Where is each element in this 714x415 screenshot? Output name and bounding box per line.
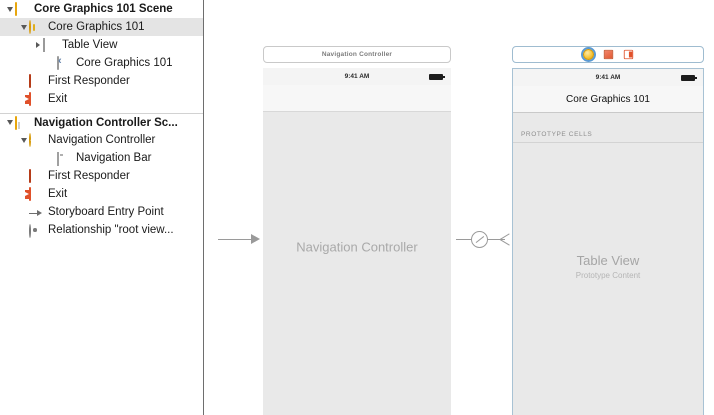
view-controller-icon xyxy=(29,20,44,34)
status-bar-time: 9:41 AM xyxy=(344,73,370,80)
document-outline-sidebar[interactable]: Core Graphics 101 Scene Core Graphics 10… xyxy=(0,0,204,415)
navigation-bar-icon xyxy=(57,151,72,166)
first-responder-icon[interactable] xyxy=(603,49,613,60)
outline-row-label: Exit xyxy=(48,188,68,200)
disclosure-spacer xyxy=(46,54,57,72)
prototype-cells-label: PROTOTYPE CELLS xyxy=(521,131,593,138)
outline-row-label: First Responder xyxy=(48,170,130,182)
table-view-controller-canvas[interactable]: 9:41 AM Core Graphics 101 PROTOTYPE CELL… xyxy=(512,68,704,415)
status-bar-time: 9:41 AM xyxy=(595,74,621,81)
disclosure-triangle-icon[interactable] xyxy=(4,114,15,132)
navigation-bar[interactable] xyxy=(263,85,451,112)
outline-row-label: Navigation Controller xyxy=(48,134,156,146)
table-view-label: Table View xyxy=(576,253,640,268)
outline-row-exit-1[interactable]: Exit xyxy=(0,90,203,108)
prototype-cell[interactable]: Table View Prototype Content xyxy=(513,143,703,404)
connector-arrowhead-icon xyxy=(500,234,509,245)
disclosure-triangle-icon[interactable] xyxy=(18,18,29,36)
outline-row-storyboard-entry-point[interactable]: Storyboard Entry Point xyxy=(0,203,203,221)
outline-row-label: Storyboard Entry Point xyxy=(48,206,164,218)
navigation-controller-canvas[interactable]: 9:41 AM Navigation Controller xyxy=(263,68,451,415)
scene-dock-core-graphics-101[interactable] xyxy=(512,46,704,63)
disclosure-spacer xyxy=(46,149,57,167)
back-chevron-icon xyxy=(57,56,72,70)
outline-row-label: Table View xyxy=(62,39,118,51)
outline-row-label: Core Graphics 101 xyxy=(48,21,145,33)
prototype-cells-header: PROTOTYPE CELLS xyxy=(513,113,703,143)
navigation-bar-title: Core Graphics 101 xyxy=(566,93,650,105)
outline-row-exit-2[interactable]: Exit xyxy=(0,185,203,203)
outline-row-navigation-controller-scene[interactable]: Navigation Controller Sc... xyxy=(0,113,203,131)
outline-row-first-responder-1[interactable]: First Responder xyxy=(0,72,203,90)
navigation-controller-placeholder-label: Navigation Controller xyxy=(296,239,418,254)
outline-row-table-view[interactable]: Table View xyxy=(0,36,203,54)
prototype-content-label: Prototype Content xyxy=(575,271,641,280)
entry-point-arrow-icon xyxy=(29,205,44,219)
navigation-bar[interactable]: Core Graphics 101 xyxy=(513,86,703,113)
outline-row-label: Navigation Controller Sc... xyxy=(34,116,178,129)
status-bar: 9:41 AM xyxy=(263,68,451,85)
outline-row-navigation-controller[interactable]: Navigation Controller xyxy=(0,131,203,149)
outline-row-core-graphics-101-navitem[interactable]: Core Graphics 101 xyxy=(0,54,203,72)
outline-row-label: First Responder xyxy=(48,75,130,87)
scene-core-graphics-101[interactable]: 9:41 AM Core Graphics 101 PROTOTYPE CELL… xyxy=(512,46,704,415)
navigation-controller-icon xyxy=(29,133,44,147)
outline-row-label: Core Graphics 101 Scene xyxy=(34,3,173,15)
scene-dock-navigation-controller[interactable]: Navigation Controller xyxy=(263,46,451,63)
scene-dock-label: Navigation Controller xyxy=(321,51,393,58)
scene-navigation-controller[interactable]: Navigation Controller 9:41 AM Navigation… xyxy=(263,46,451,415)
prototype-cell-labels: Table View Prototype Content xyxy=(513,253,703,280)
outline-row-label: Relationship "root view... xyxy=(48,224,174,236)
outline-row-label: Exit xyxy=(48,93,68,105)
scene-icon xyxy=(15,2,30,16)
disclosure-triangle-icon[interactable] xyxy=(4,0,15,18)
exit-icon xyxy=(29,92,44,106)
relationship-icon xyxy=(29,223,44,238)
outline-row-core-graphics-101-vc[interactable]: Core Graphics 101 xyxy=(0,18,203,36)
status-bar: 9:41 AM xyxy=(513,69,703,86)
outline-row-navigation-bar[interactable]: Navigation Bar xyxy=(0,149,203,167)
scene-dock-icons xyxy=(580,47,634,62)
outline-row-core-graphics-101-scene[interactable]: Core Graphics 101 Scene xyxy=(0,0,203,18)
disclosure-triangle-icon[interactable] xyxy=(18,131,29,149)
outline-row-first-responder-2[interactable]: First Responder xyxy=(0,167,203,185)
battery-icon xyxy=(681,75,697,81)
connector-line xyxy=(218,239,256,241)
battery-icon xyxy=(429,74,445,80)
table-view-icon xyxy=(43,38,58,52)
first-responder-icon xyxy=(29,169,44,183)
disclosure-triangle-icon[interactable] xyxy=(32,36,43,54)
relationship-segue-badge-icon[interactable] xyxy=(471,230,488,248)
scene-icon xyxy=(15,115,30,130)
exit-icon[interactable] xyxy=(623,49,633,60)
outline-row-label: Core Graphics 101 xyxy=(76,57,173,69)
exit-icon xyxy=(29,187,44,201)
connector-arrowhead-icon xyxy=(251,234,260,245)
first-responder-icon xyxy=(29,74,44,88)
disclosure-spacer xyxy=(18,221,29,239)
storyboard-canvas[interactable]: Navigation Controller 9:41 AM Navigation… xyxy=(205,0,714,415)
outline-row-relationship-root-view[interactable]: Relationship "root view... xyxy=(0,221,203,239)
view-controller-icon[interactable] xyxy=(580,47,596,62)
outline-row-label: Navigation Bar xyxy=(76,152,152,164)
disclosure-spacer xyxy=(18,203,29,221)
